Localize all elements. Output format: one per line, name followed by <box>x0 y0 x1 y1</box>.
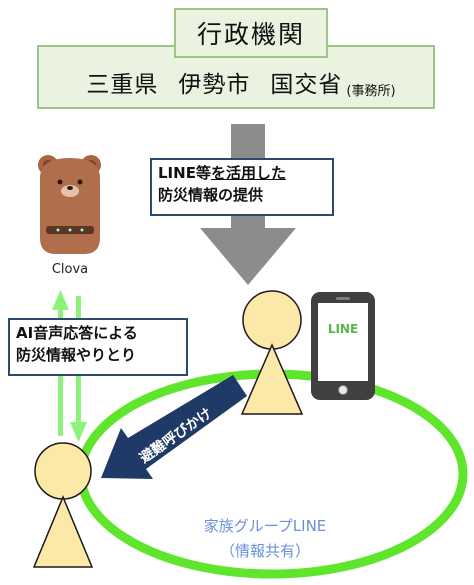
clova-speaker-icon <box>38 155 101 254</box>
government-title: 行政機関 <box>174 8 328 58</box>
person-bottom-icon <box>32 442 94 568</box>
org-prefecture: 三重県 <box>86 72 159 98</box>
family-group-line1: 家族グループLINE <box>203 517 327 535</box>
line-info-line2: 防災情報の提供 <box>158 186 264 204</box>
clova-label: Clova <box>51 262 89 277</box>
line-info-line1: LINE等を活用した <box>158 164 286 182</box>
org-city: 伊勢市 <box>178 72 251 98</box>
ai-dialog-label: AI音声応答による 防災情報やりとり <box>8 318 188 376</box>
smartphone-icon <box>311 292 375 400</box>
ai-dialog-line1: AI音声応答による <box>16 324 138 342</box>
org-ministry: 国交省 <box>270 72 343 98</box>
line-info-label: LINE等を活用した 防災情報の提供 <box>150 158 334 216</box>
org-office-suffix: (事務所) <box>346 84 396 99</box>
ai-dialog-line2: 防災情報やりとり <box>16 346 137 364</box>
evacuation-arrow <box>101 375 247 479</box>
family-group-label: 家族グループLINE （情報共有） <box>180 514 350 564</box>
person-top-icon <box>240 290 304 415</box>
phone-screen-text: LINE <box>327 322 359 336</box>
family-group-line2: （情報共有） <box>219 542 310 560</box>
